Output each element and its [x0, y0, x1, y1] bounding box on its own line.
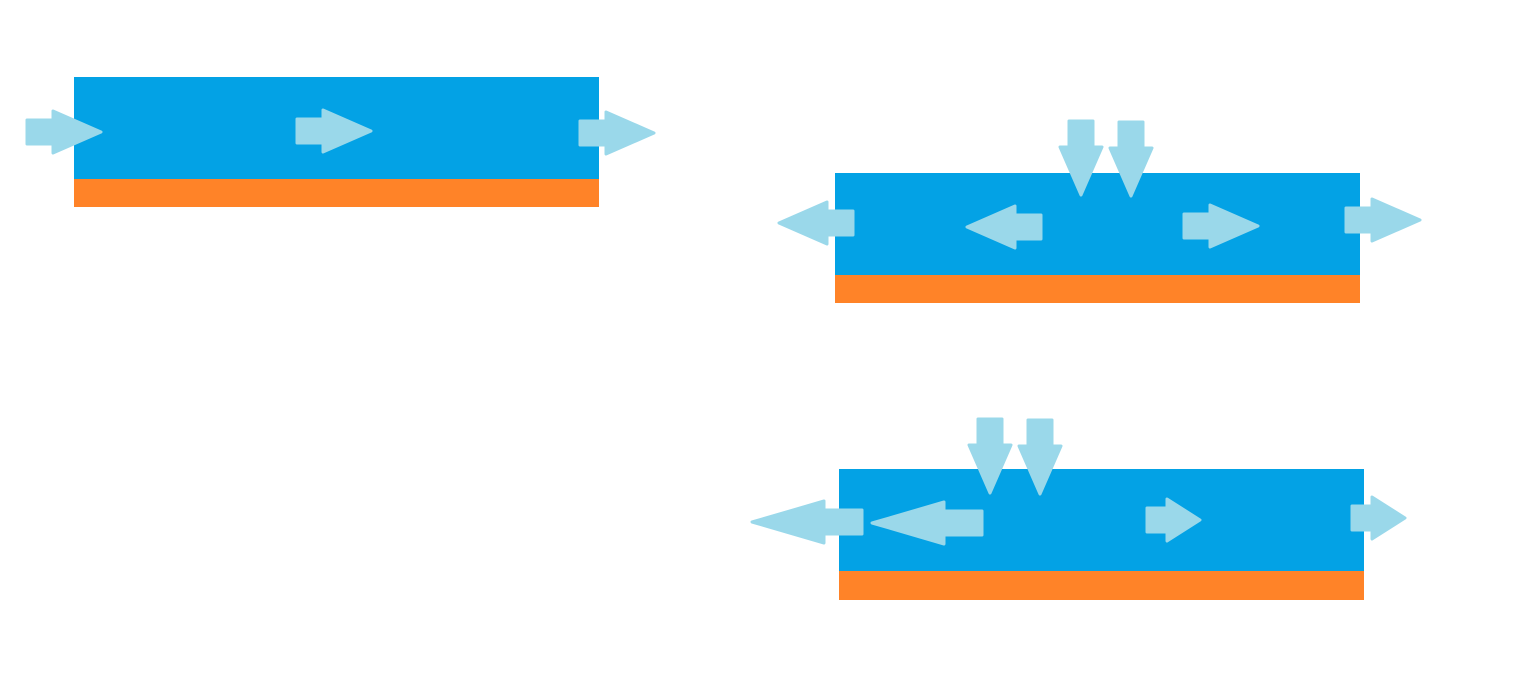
substrate-rect [74, 179, 599, 207]
arrow-down-icon [967, 417, 1013, 495]
arrow-right-icon [578, 110, 656, 156]
arrow-down-icon [1108, 120, 1154, 198]
arrow-left-icon [750, 499, 864, 545]
arrow-left-icon [870, 500, 984, 546]
arrow-down-icon [1058, 119, 1104, 197]
arrow-right-icon [1182, 203, 1260, 249]
arrow-left-icon [965, 204, 1043, 250]
arrow-right-icon [1145, 497, 1202, 543]
arrow-right-icon [1344, 197, 1422, 243]
substrate-rect [839, 571, 1364, 600]
substrate-rect [835, 275, 1360, 303]
panel-uniform-flow [74, 77, 599, 207]
arrow-right-icon [295, 108, 373, 154]
arrow-left-icon [777, 200, 855, 246]
arrow-right-icon [25, 109, 103, 155]
arrows-group [25, 108, 1422, 546]
arrow-right-icon [1350, 495, 1407, 541]
panel-symmetric-injection [835, 173, 1360, 303]
arrow-down-icon [1017, 418, 1063, 496]
layer-rect [835, 173, 1360, 275]
